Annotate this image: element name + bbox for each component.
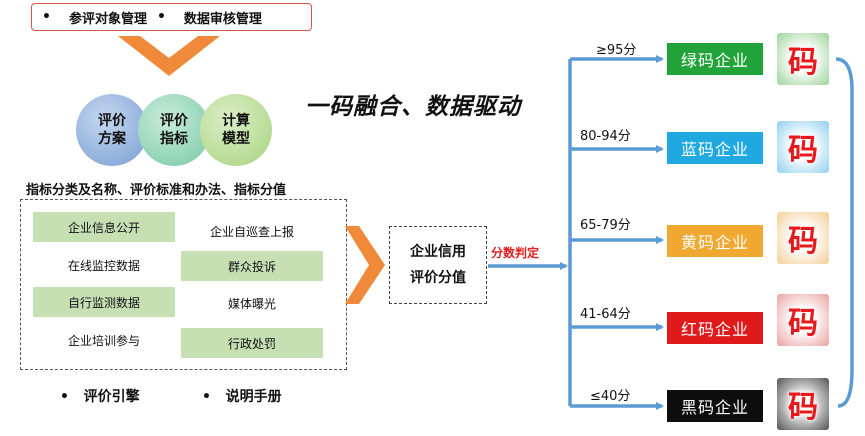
code-tile-black: 码 <box>777 378 829 430</box>
circle-line: 方案 <box>98 131 126 147</box>
bullet-icon: • <box>156 9 166 25</box>
top-item-label: 数据审核管理 <box>183 11 262 27</box>
bullet-icon: • <box>202 389 211 405</box>
range-label: ≥95分 <box>596 43 637 58</box>
circle-line: 评价 <box>160 113 188 129</box>
bottom-item-label: 说明手册 <box>225 389 282 405</box>
indicator-item: 群众投诉 <box>181 251 323 281</box>
score-box: 企业信用 评价分值 <box>389 226 487 304</box>
bullet-icon: • <box>42 9 51 25</box>
down-chevron-icon <box>118 36 220 76</box>
top-item-audit: • 数据审核管理 <box>147 8 262 27</box>
range-label: 41-64分 <box>580 307 631 322</box>
range-label: ≤40分 <box>590 389 631 404</box>
level-black: 黑码企业 <box>667 390 763 422</box>
top-item-object: • 参评对象管理 <box>32 8 147 27</box>
bottom-item-engine: • 评价引擎 <box>60 386 140 406</box>
code-tile-green: 码 <box>777 33 829 85</box>
circle-line: 评价 <box>98 113 126 129</box>
indicator-item: 企业培训参与 <box>67 333 140 348</box>
right-chevron-icon <box>345 226 385 304</box>
level-yellow: 黄码企业 <box>667 225 763 257</box>
code-tile-yellow: 码 <box>777 212 829 264</box>
slogan: 一码融合、数据驱动 <box>305 94 521 120</box>
bottom-item-manual: • 说明手册 <box>202 386 282 406</box>
top-item-label: 参评对象管理 <box>68 11 147 27</box>
bottom-item-label: 评价引擎 <box>83 389 140 405</box>
judge-label: 分数判定 <box>491 246 540 260</box>
level-red: 红码企业 <box>667 312 763 344</box>
range-label: 65-79分 <box>580 218 631 233</box>
range-label: 80-94分 <box>580 129 631 144</box>
circle-evaluation-indicator: 评价指标 <box>138 94 210 166</box>
indicator-item: 企业自巡查上报 <box>209 224 294 239</box>
level-blue: 蓝码企业 <box>667 132 763 164</box>
code-tile-blue: 码 <box>777 121 829 173</box>
level-green: 绿码企业 <box>667 43 763 75</box>
score-box-line: 评价分值 <box>410 270 466 286</box>
score-box-line: 企业信用 <box>410 244 466 260</box>
indicator-item: 行政处罚 <box>181 328 323 358</box>
circle-line: 计算 <box>222 113 250 129</box>
code-tile-red: 码 <box>777 294 829 346</box>
circle-evaluation-plan: 评价方案 <box>76 94 148 166</box>
indicator-item: 自行监测数据 <box>33 287 175 317</box>
indicator-item: 企业信息公开 <box>33 212 175 242</box>
indicator-item: 媒体曝光 <box>227 296 276 311</box>
indicator-box: 企业信息公开 在线监控数据 自行监测数据 企业培训参与 企业自巡查上报 群众投诉… <box>20 199 347 370</box>
circle-calculation-model: 计算模型 <box>200 94 272 166</box>
bullet-icon: • <box>60 389 69 405</box>
top-management-box: • 参评对象管理 • 数据审核管理 <box>31 3 312 31</box>
circle-line: 模型 <box>222 131 250 147</box>
indicator-heading: 指标分类及名称、评价标准和办法、指标分值 <box>26 183 287 198</box>
circle-line: 指标 <box>160 131 188 147</box>
indicator-item: 在线监控数据 <box>67 258 140 273</box>
